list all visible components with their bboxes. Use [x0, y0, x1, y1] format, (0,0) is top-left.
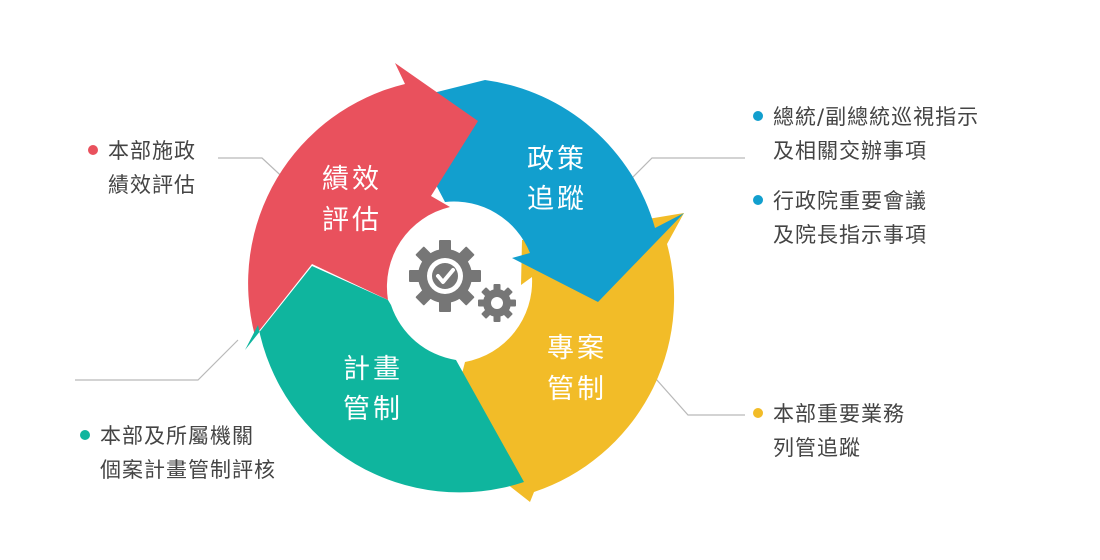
note-red-line2: 績效評估: [108, 173, 196, 197]
note-yellow-line1: 本部重要業務: [773, 402, 905, 426]
note-blue-1-line2: 及相關交辦事項: [773, 139, 927, 163]
bullet-dot-yellow: [753, 408, 763, 418]
segment-arrow-green: [245, 266, 524, 493]
note-green-line2: 個案計畫管制評核: [100, 458, 276, 482]
bullet-dot-red: [88, 145, 98, 155]
note-blue-2-line1: 行政院重要會議: [773, 189, 927, 213]
connector-line-green: [75, 339, 239, 381]
note-blue-2: 行政院重要會議 及院長指示事項: [753, 184, 927, 252]
note-blue-1-line1: 總統/副總統巡視指示: [773, 105, 980, 129]
bullet-dot-blue-2: [753, 195, 763, 205]
segment-arrow-yellow: [446, 213, 684, 502]
note-blue-2-line2: 及院長指示事項: [773, 223, 927, 247]
segment-label-yellow-line2: 管制: [547, 374, 607, 405]
note-yellow: 本部重要業務 列管追蹤: [753, 397, 905, 465]
connector-line-yellow: [647, 369, 745, 416]
segment-arrow-red: [248, 63, 478, 336]
gears-check-icon: [409, 240, 516, 322]
segment-label-red-line2: 評估: [322, 205, 382, 236]
connector-line-blue: [627, 157, 745, 183]
bullet-dot-green: [80, 430, 90, 440]
segment-label-red-line1: 績效: [322, 164, 382, 195]
note-red-line1: 本部施政: [108, 139, 196, 163]
note-blue-1: 總統/副總統巡視指示 及相關交辦事項: [753, 100, 979, 168]
segment-label-green-line2: 管制: [343, 394, 403, 425]
note-green-line1: 本部及所屬機關: [100, 424, 254, 448]
segment-label-blue-line1: 政策: [527, 144, 587, 175]
note-yellow-line2: 列管追蹤: [773, 436, 861, 460]
segment-label-green-line1: 計畫: [343, 354, 403, 385]
note-green: 本部及所屬機關 個案計畫管制評核: [80, 419, 276, 487]
segment-label-yellow-line1: 專案: [547, 333, 607, 364]
segment-label-blue-line2: 追蹤: [527, 184, 587, 215]
note-red: 本部施政 績效評估: [88, 134, 196, 202]
bullet-dot-blue-1: [753, 111, 763, 121]
